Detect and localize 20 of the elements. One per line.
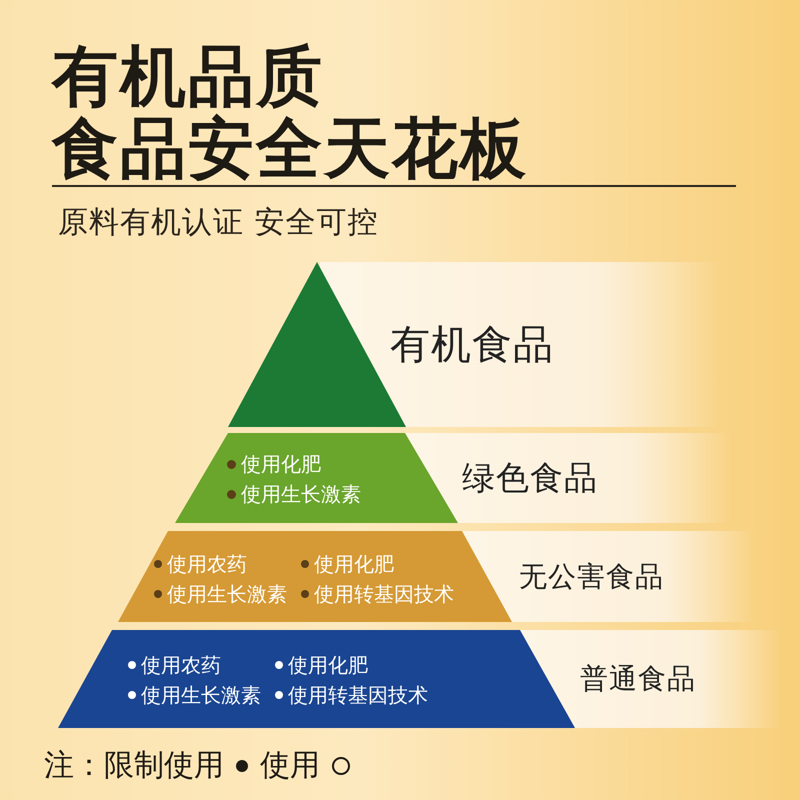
list-item: 使用生长激素 bbox=[227, 481, 361, 507]
list-item: 使用转基因技术 bbox=[301, 581, 454, 607]
level-label: 普通食品 bbox=[580, 661, 696, 697]
title: 有机品质 bbox=[52, 44, 324, 110]
list-item: 使用农药 bbox=[128, 652, 261, 678]
list-item: 使用化肥 bbox=[301, 551, 454, 577]
legend-text: 使用 bbox=[260, 747, 320, 785]
list-item: 使用化肥 bbox=[275, 652, 428, 678]
list-item: 使用生长激素 bbox=[154, 581, 287, 607]
level-label: 有机食品 bbox=[390, 321, 554, 370]
title: 食品安全天花板 bbox=[52, 116, 528, 182]
legend-text: 限制使用 bbox=[104, 747, 224, 785]
level-label: 无公害食品 bbox=[519, 558, 664, 594]
list-item: 使用生长激素 bbox=[128, 682, 261, 708]
level-label: 绿色食品 bbox=[462, 456, 598, 498]
subtitle: 原料有机认证 安全可控 bbox=[58, 204, 379, 242]
note-label: 注： bbox=[44, 747, 104, 785]
list-item: 使用化肥 bbox=[227, 451, 361, 477]
list-item: 使用转基因技术 bbox=[275, 682, 428, 708]
list-item: 使用农药 bbox=[154, 551, 287, 577]
